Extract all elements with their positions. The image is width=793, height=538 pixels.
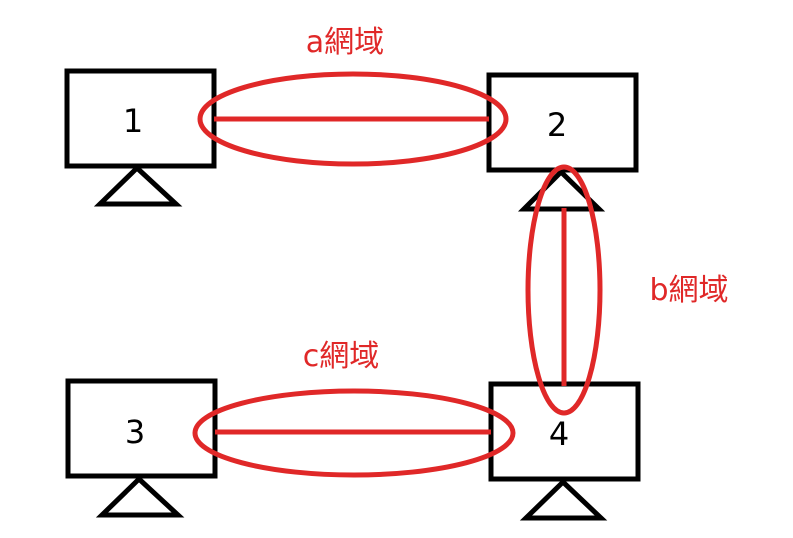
monitor-3-screen [65,378,218,479]
computer-1-label: 1 [123,102,143,140]
network-b: b網域 [525,164,729,416]
computer-3: 3 [65,378,218,518]
network-a: a網域 [197,25,509,167]
computer-2-label: 2 [547,106,567,144]
monitor-4-stand-icon [519,478,608,521]
network-c-ellipse [192,388,516,478]
network-b-label: b網域 [649,273,728,308]
network-c-label: c網域 [303,339,380,374]
computer-2: 2 [486,72,639,212]
monitor-1-screen [64,68,217,169]
computer-4-label: 4 [549,415,569,453]
computer-4: 4 [488,381,641,521]
network-a-ellipse [197,71,509,167]
monitor-3-stand-icon [95,475,185,518]
network-a-label: a網域 [306,25,384,60]
network-b-ellipse [525,164,603,416]
monitor-1-stand-icon [93,164,183,207]
computer-3-label: 3 [125,413,145,451]
network-c: c網域 [192,339,516,478]
computer-1: 1 [64,68,217,207]
